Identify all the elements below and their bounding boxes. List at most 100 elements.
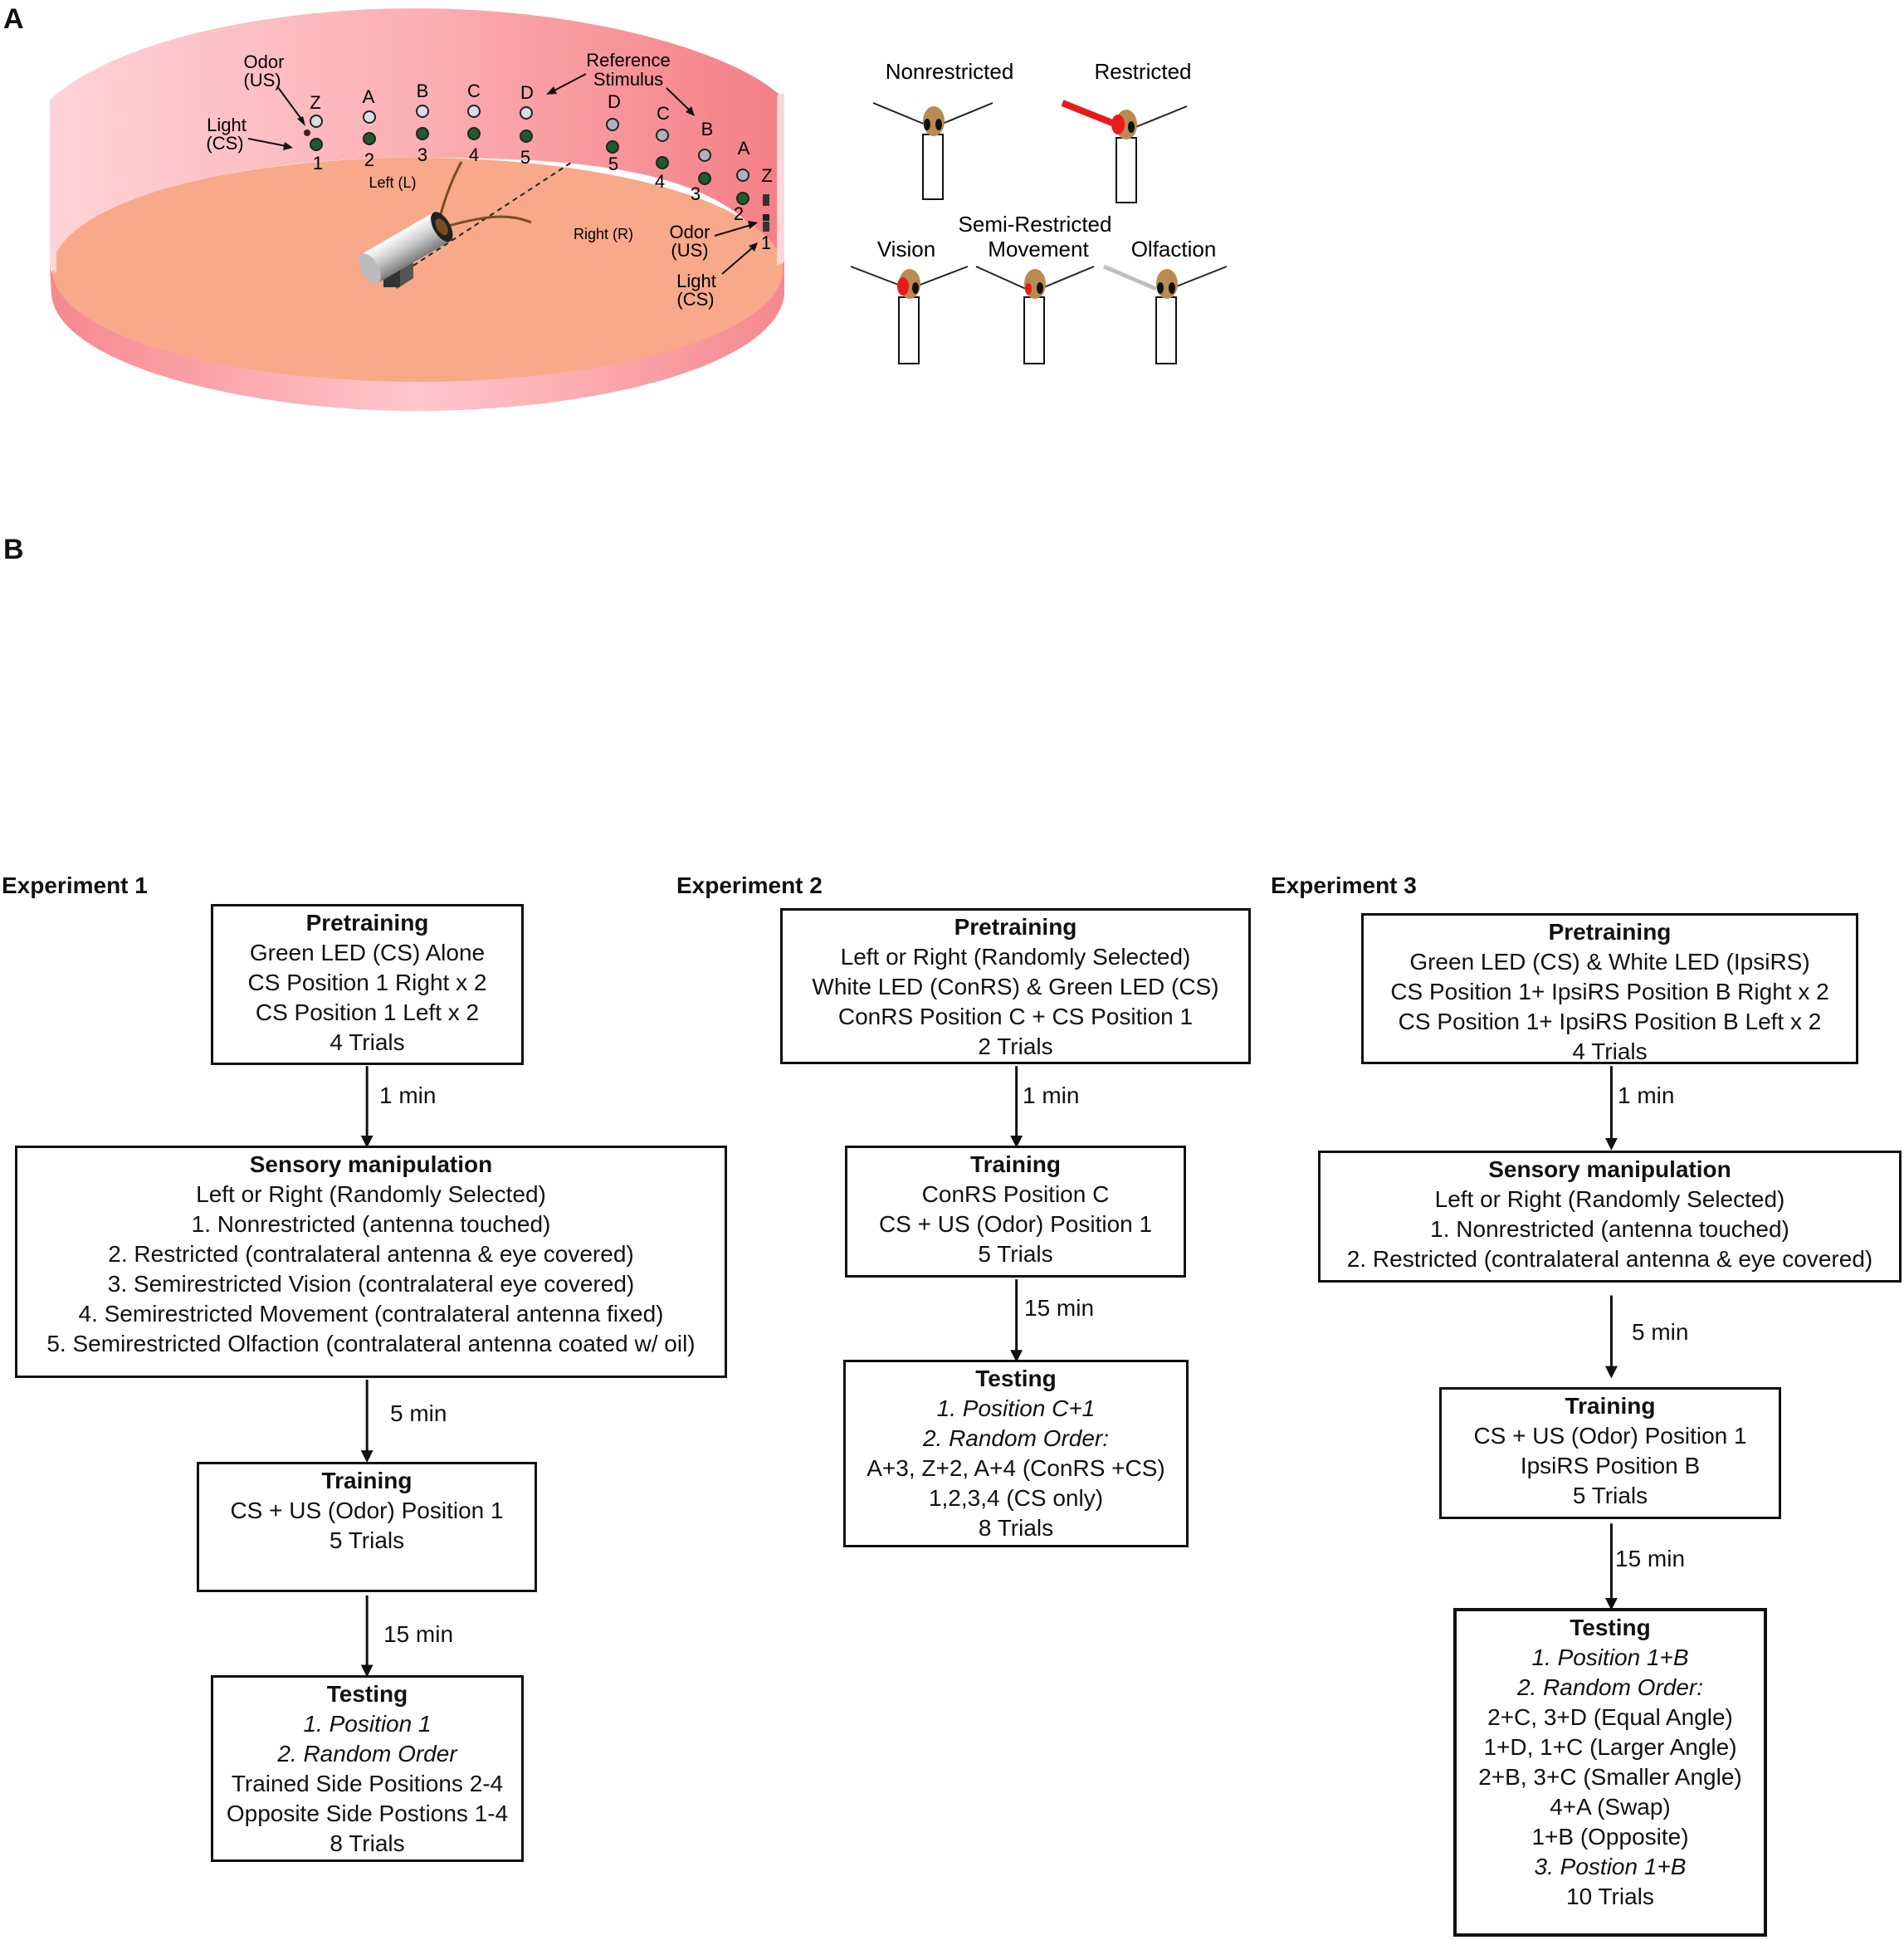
odor-us-left-label-2: (US)	[243, 70, 281, 90]
exp2-training-title: Training	[970, 1151, 1061, 1177]
exp1-sensory-line: 5. Semirestricted Olfaction (contralater…	[46, 1331, 696, 1356]
light-cs-right-label-2: (CS)	[676, 289, 714, 310]
exp3-training-line: 5 Trials	[1572, 1483, 1648, 1508]
right-side-label: Right (R)	[574, 226, 633, 242]
exp3-gap-2: 5 min	[1632, 1319, 1689, 1345]
left-letter-c: C	[467, 81, 481, 101]
exp3-testing-italic-line: 1. Position 1+B	[1531, 1644, 1689, 1670]
nonrestricted-label: Nonrestricted	[886, 59, 1014, 84]
exp3-pretraining-box: Pretraining Green LED (CS) & White LED (…	[1361, 913, 1858, 1064]
exp2-title: Experiment 2	[676, 872, 823, 898]
right-number-2: 2	[734, 203, 744, 224]
exp1-sensory-line: 2. Restricted (contralateral antenna & e…	[108, 1241, 634, 1267]
exp2-pretraining-line: ConRS Position C + CS Position 1	[837, 1004, 1194, 1029]
exp3-title: Experiment 3	[1271, 872, 1417, 898]
left-letter-b: B	[417, 81, 429, 101]
exp1-pretraining-box: Pretraining Green LED (CS) Alone CS Posi…	[211, 904, 524, 1065]
arena-front-wall	[50, 257, 784, 411]
insect-restricted	[1061, 100, 1188, 203]
exp2-gap-1: 1 min	[1023, 1082, 1080, 1108]
right-number-3: 3	[691, 183, 701, 204]
exp3-pretraining-line: CS Position 1+ IpsiRS Position B Left x …	[1398, 1009, 1822, 1034]
odor-us-right-label-1: Odor	[670, 222, 710, 242]
exp1-testing-box: Testing 1. Position 1 2. Random Order Tr…	[211, 1675, 524, 1862]
exp3-testing-line: 2+B, 3+C (Smaller Angle)	[1478, 1764, 1742, 1790]
insect-movement	[975, 266, 1095, 364]
exp1-sensory-line: 4. Semirestricted Movement (contralatera…	[78, 1301, 664, 1327]
exp1-sensory-line: Left or Right (Randomly Selected)	[196, 1181, 546, 1207]
exp3-training-line: CS + US (Odor) Position 1	[1473, 1423, 1747, 1449]
arena-diagram: Z A B C D 1 2 3 4 5 D C B A Z 5 4 3 2 1 …	[50, 8, 784, 411]
arena-floor	[52, 158, 783, 382]
reference-label-2: Stimulus	[593, 69, 663, 90]
left-number-3: 3	[417, 144, 427, 165]
left-led-row	[304, 105, 533, 151]
olfaction-label: Olfaction	[1131, 237, 1217, 261]
exp1-training-title: Training	[321, 1468, 413, 1493]
exp1-gap-3: 15 min	[383, 1621, 454, 1647]
exp1-training-line: CS + US (Odor) Position 1	[230, 1498, 504, 1523]
exp3-sensory-line: 1. Nonrestricted (antenna touched)	[1430, 1216, 1789, 1242]
exp1-sensory-box: Sensory manipulation Left or Right (Rand…	[15, 1146, 727, 1378]
exp1-pretraining-line: CS Position 1 Right x 2	[247, 970, 487, 995]
exp1-gap-2: 5 min	[390, 1400, 447, 1426]
exp3-testing-italic-line: 2. Random Order:	[1516, 1674, 1704, 1700]
exp1-pretraining-line: 4 Trials	[330, 1029, 405, 1055]
left-number-5: 5	[520, 147, 530, 168]
exp2-testing-line: 8 Trials	[978, 1515, 1054, 1541]
exp2-training-line: 5 Trials	[978, 1241, 1053, 1267]
exp1-pretraining-line: Green LED (CS) Alone	[249, 940, 486, 965]
arena-back-wall	[50, 8, 780, 274]
exp1-pretraining-title: Pretraining	[305, 910, 429, 936]
exp1-sensory-line: 3. Semirestricted Vision (contralateral …	[107, 1271, 635, 1297]
odor-us-right-label-2: (US)	[671, 240, 708, 261]
left-letter-z: Z	[310, 92, 320, 113]
exp3-sensory-line: 2. Restricted (contralateral antenna & e…	[1346, 1246, 1873, 1272]
exp3-sensory-title: Sensory manipulation	[1488, 1156, 1731, 1182]
exp1-sensory-line: 1. Nonrestricted (antenna touched)	[191, 1211, 551, 1237]
exp3-testing-line: 4+A (Swap)	[1550, 1794, 1671, 1820]
exp3-testing-final: 10 Trials	[1566, 1884, 1654, 1909]
left-letter-a: A	[363, 86, 375, 107]
exp1-gap-1: 1 min	[379, 1082, 437, 1108]
exp2-pretraining-line: 2 Trials	[978, 1034, 1053, 1059]
right-letter-c: C	[657, 103, 670, 124]
exp2-testing-line: A+3, Z+2, A+4 (ConRS +CS)	[867, 1455, 1165, 1481]
panel-b-letter: B	[3, 534, 24, 565]
insect-vision	[850, 266, 969, 364]
insect-nonrestricted	[872, 102, 993, 200]
left-side-label: Left (L)	[369, 174, 416, 191]
exp1-training-box: Training CS + US (Odor) Position 1 5 Tri…	[197, 1462, 537, 1592]
exp1-testing-italic-line: 2. Random Order	[277, 1741, 457, 1767]
exp1-sensory-title: Sensory manipulation	[249, 1151, 493, 1177]
exp2-training-box: Training ConRS Position C CS + US (Odor)…	[845, 1146, 1186, 1278]
light-cs-right-label-1: Light	[676, 271, 716, 291]
left-number-2: 2	[364, 149, 374, 170]
light-cs-left-label-1: Light	[207, 115, 247, 135]
exp2-pretraining-box: Pretraining Left or Right (Randomly Sele…	[780, 908, 1251, 1064]
right-letter-z: Z	[761, 165, 772, 186]
condition-figures: Nonrestricted Restricted Semi-Restricted…	[850, 59, 1228, 364]
exp3-testing-box: Testing 1. Position 1+B 2. Random Order:…	[1453, 1608, 1767, 1937]
right-number-1: 1	[761, 232, 771, 253]
exp3-sensory-box: Sensory manipulation Left or Right (Rand…	[1318, 1151, 1902, 1283]
exp3-pretraining-line: 4 Trials	[1572, 1038, 1648, 1064]
exp3-testing-line: 1+D, 1+C (Larger Angle)	[1483, 1734, 1737, 1760]
light-cs-left-label-2: (CS)	[206, 133, 243, 154]
exp3-gap-1: 1 min	[1618, 1082, 1675, 1108]
odor-us-left-label-1: Odor	[244, 51, 285, 72]
exp2-testing-box: Testing 1. Position C+1 2. Random Order:…	[843, 1360, 1189, 1547]
restricted-label: Restricted	[1094, 59, 1191, 84]
exp3-sensory-line: Left or Right (Randomly Selected)	[1434, 1186, 1785, 1212]
exp3-gap-3: 15 min	[1615, 1546, 1686, 1571]
exp3-testing-italic-tail: 3. Postion 1+B	[1534, 1854, 1687, 1879]
exp3-training-title: Training	[1565, 1393, 1656, 1419]
vision-label: Vision	[877, 237, 935, 261]
exp1-testing-title: Testing	[326, 1681, 408, 1707]
exp2-pretraining-line: Left or Right (Randomly Selected)	[840, 944, 1191, 970]
exp2-gap-2: 15 min	[1024, 1295, 1095, 1321]
left-number-1: 1	[313, 153, 323, 173]
exp3-pretraining-line: CS Position 1+ IpsiRS Position B Right x…	[1390, 979, 1829, 1004]
exp2-training-line: CS + US (Odor) Position 1	[878, 1211, 1153, 1237]
